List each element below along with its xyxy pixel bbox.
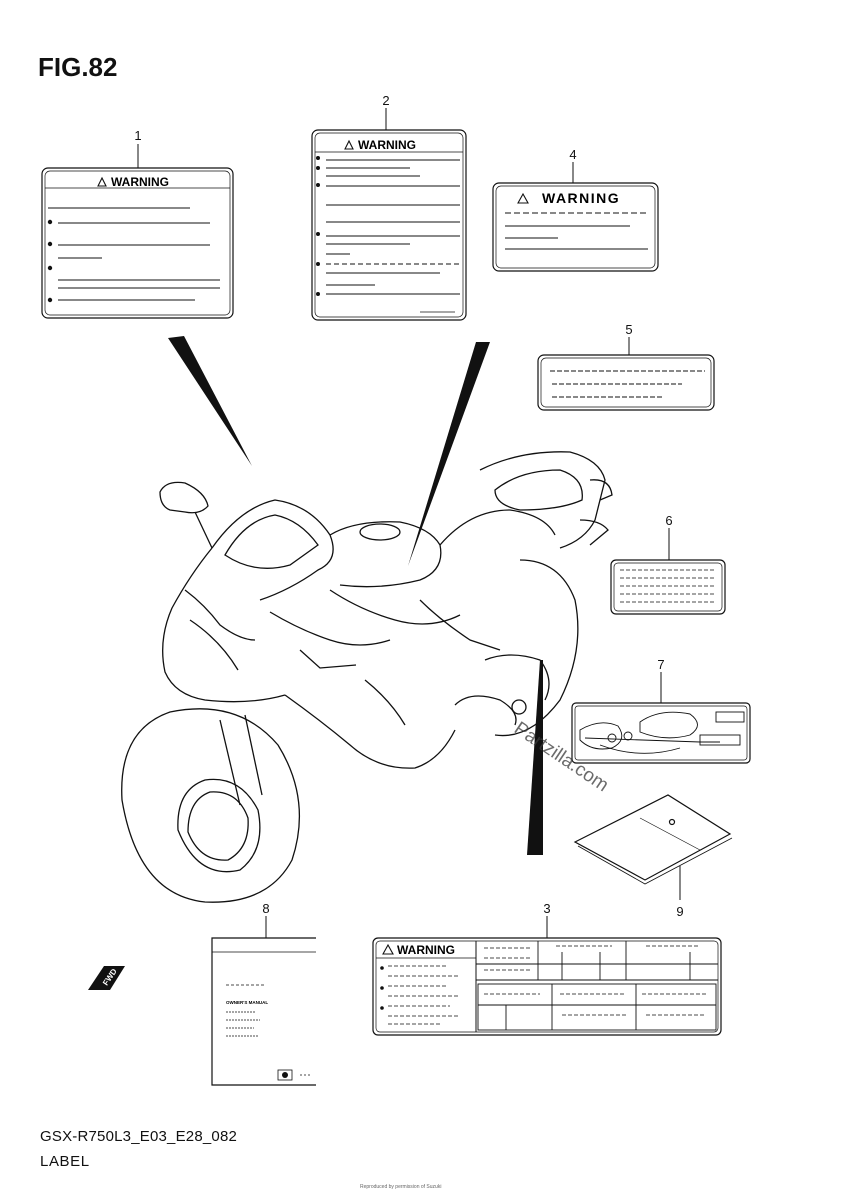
label-3[interactable]	[372, 937, 722, 1036]
label-6[interactable]	[610, 559, 726, 615]
callout-3: 3	[543, 901, 550, 916]
label-7[interactable]	[571, 702, 751, 764]
callout-6: 6	[665, 513, 672, 528]
callout-8: 8	[262, 901, 269, 916]
label-4-warning-title: WARNING	[542, 190, 620, 206]
callout-1: 1	[134, 128, 141, 143]
model-code: GSX-R750L3_E03_E28_082	[40, 1128, 238, 1145]
warning-icons	[97, 139, 529, 955]
figure-title: FIG.82	[38, 52, 118, 82]
callout-2: 2	[382, 93, 389, 108]
footer-text: Reproduced by permission of Suzuki	[360, 1184, 442, 1190]
category-label: LABEL	[40, 1153, 90, 1170]
callout-9: 9	[676, 904, 683, 919]
warning-triangle-icon	[517, 192, 529, 204]
callout-7: 7	[657, 657, 664, 672]
label-3-warning-title: WARNING	[397, 943, 455, 957]
callout-4: 4	[569, 147, 576, 162]
warning-triangle-icon	[97, 176, 107, 187]
item-8-manual[interactable]	[211, 937, 316, 1086]
label-1[interactable]	[41, 167, 234, 319]
motorcycle-outline	[121, 451, 613, 903]
label-2[interactable]	[311, 129, 467, 321]
label-4[interactable]	[492, 182, 659, 272]
leader-wedges	[168, 336, 543, 855]
label-2-warning-title: WARNING	[358, 138, 416, 152]
warning-triangle-icon	[344, 139, 354, 150]
callout-leaders	[137, 108, 681, 938]
warning-triangle-icon	[382, 943, 394, 955]
label-1-warning-title: WARNING	[111, 175, 169, 189]
label-5[interactable]	[537, 354, 715, 411]
forward-direction-marker	[88, 966, 125, 990]
callout-5: 5	[625, 322, 632, 337]
item-9-card[interactable]	[573, 794, 733, 885]
manual-title: OWNER'S MANUAL	[226, 1000, 268, 1005]
